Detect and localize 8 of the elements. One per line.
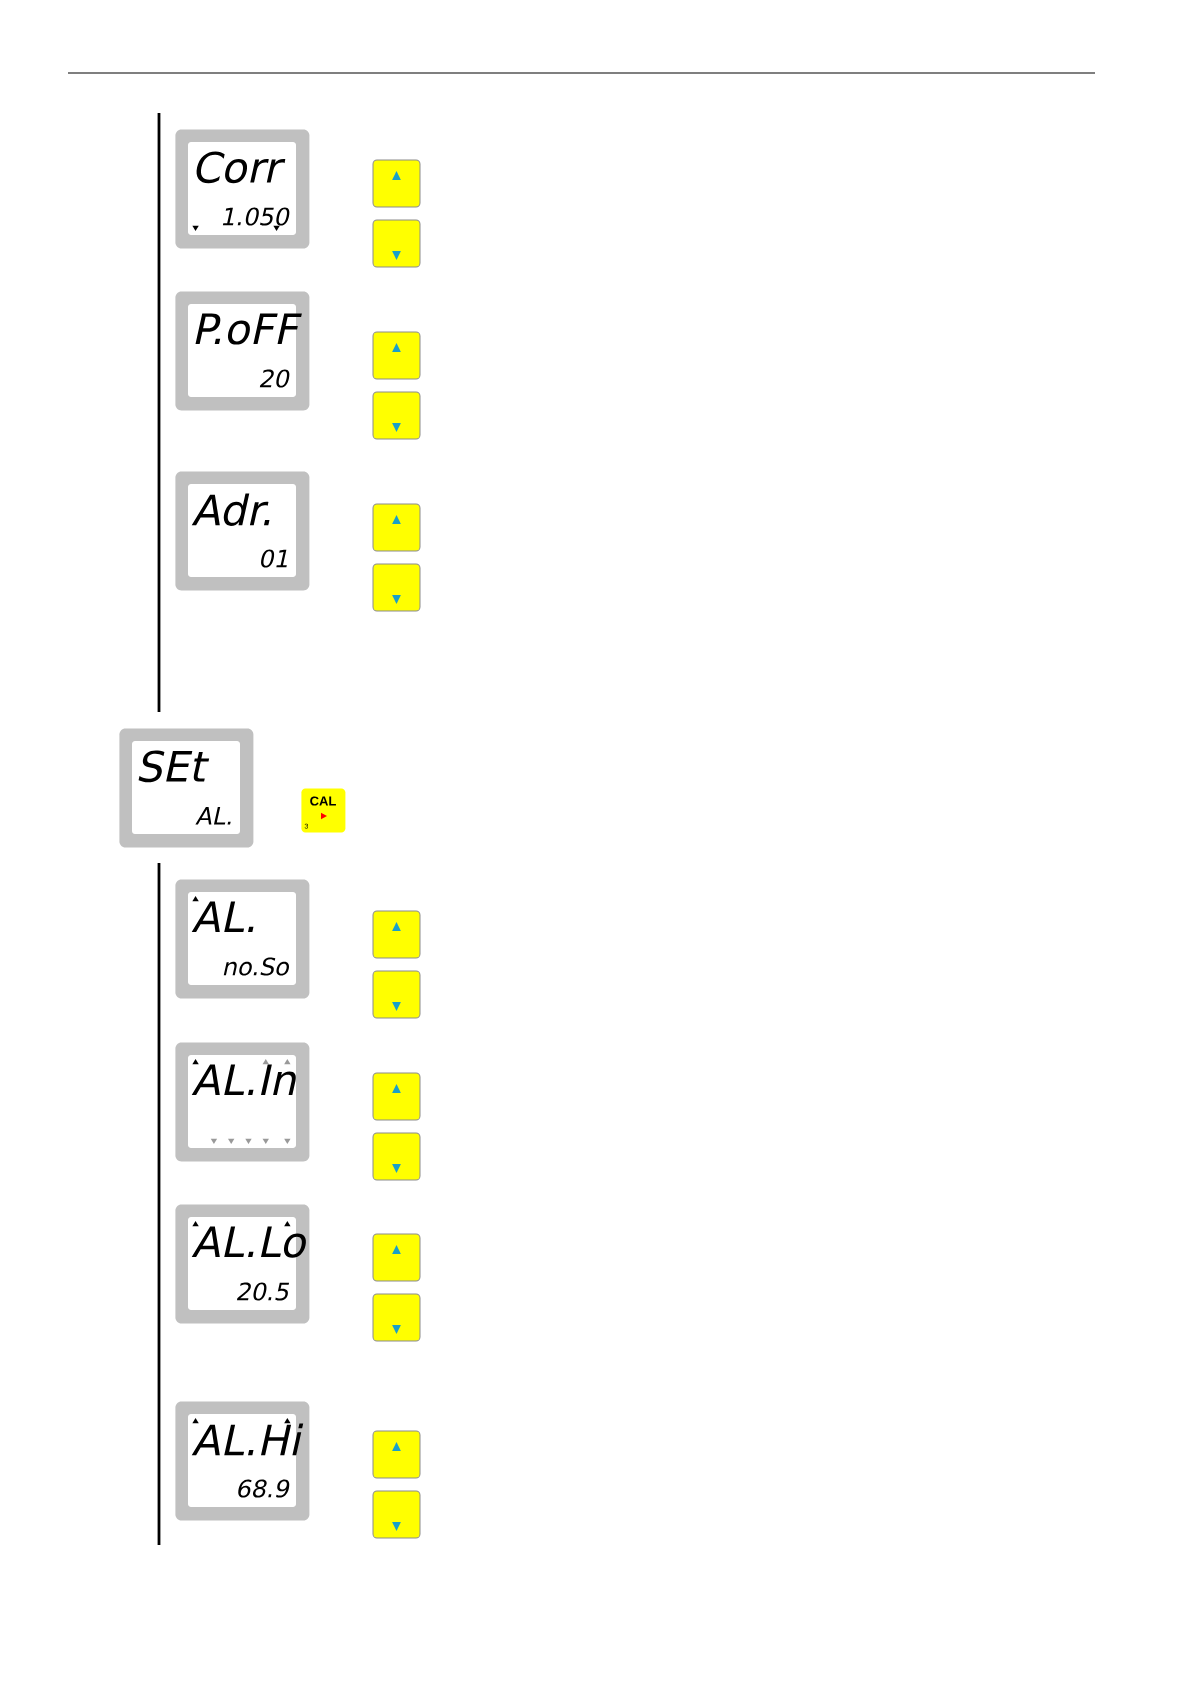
lcd-display: AL.Hi 68.9 xyxy=(175,1401,310,1521)
lcd-display: AL. no.So xyxy=(175,879,310,999)
lcd-display: Corr 1.050 xyxy=(175,129,310,249)
lcd-display: SEt AL. xyxy=(119,728,254,848)
lcd-display: AL.Lo 20.5 xyxy=(175,1204,310,1324)
lcd-display: Adr. 01 xyxy=(175,471,310,591)
lcd-display: AL.In xyxy=(175,1042,310,1162)
lcd-display: P.oFF 20 xyxy=(175,291,310,411)
